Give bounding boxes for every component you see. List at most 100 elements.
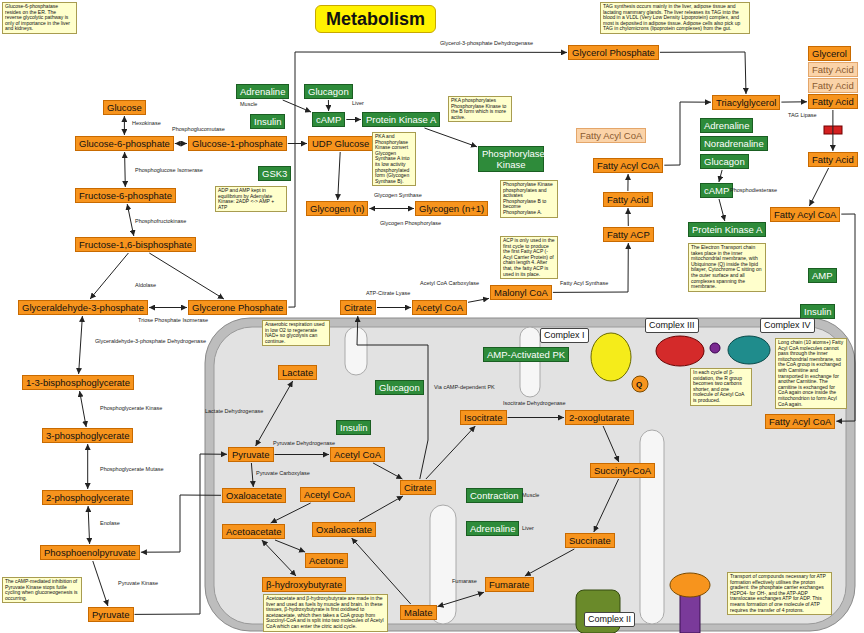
node-text: Fructose-6-phosphate bbox=[79, 190, 172, 201]
node-text: Complex II bbox=[588, 614, 631, 625]
connector bbox=[90, 253, 128, 299]
node-text: Glycerone Phosphate bbox=[192, 302, 283, 313]
hormone-box: Adrenaline bbox=[466, 521, 519, 536]
node-text: ACP is only used in the first cycle to p… bbox=[503, 238, 555, 277]
hormone-box: Noradrenaline bbox=[700, 136, 768, 151]
connector bbox=[328, 100, 329, 111]
node-text: Citrate bbox=[344, 302, 372, 313]
connector bbox=[175, 143, 187, 144]
metabolite-box: Glycogen (n) bbox=[306, 201, 368, 216]
note-box: The Electron Transport chain takes place… bbox=[688, 243, 766, 292]
connector bbox=[149, 253, 224, 299]
node-text: Acetyl CoA bbox=[334, 449, 381, 460]
metabolite-box: Acetoacetate bbox=[222, 524, 285, 539]
metabolite-box: Glyceraldehyde-3-phosphate bbox=[18, 300, 148, 315]
complex-four-shape bbox=[728, 336, 770, 364]
node-text: Pyruvate bbox=[232, 449, 270, 460]
enzyme-label: Fumarase bbox=[452, 578, 477, 584]
connector bbox=[508, 417, 565, 418]
hormone-box: Adrenaline bbox=[700, 118, 753, 133]
connector bbox=[369, 208, 414, 209]
connector bbox=[832, 110, 833, 151]
connector bbox=[525, 549, 574, 576]
cytochrome-c-shape bbox=[710, 343, 720, 353]
node-text: Acetone bbox=[309, 555, 344, 566]
connector bbox=[426, 426, 475, 479]
note-box: Transport of compounds necessary for ATP… bbox=[727, 572, 832, 615]
node-text: Pyruvate bbox=[92, 609, 130, 620]
node-text: Adrenaline bbox=[704, 120, 749, 131]
connector bbox=[275, 540, 305, 552]
enzyme-label: Glycerol-3-phosphate Dehydrogenase bbox=[440, 40, 533, 46]
metabolite-box: Oxaloacetate bbox=[222, 488, 286, 503]
connector bbox=[359, 496, 403, 521]
crista bbox=[640, 430, 664, 624]
enzyme-label: Liver bbox=[352, 100, 364, 106]
connector bbox=[603, 426, 619, 462]
node-text: In each cycle of β-oxidation, the R grou… bbox=[693, 370, 749, 404]
connector bbox=[88, 506, 90, 544]
node-text: Phosphorylase Kinase bbox=[482, 148, 540, 170]
metabolite-box: Succinyl-CoA bbox=[590, 463, 655, 478]
connector bbox=[660, 52, 746, 94]
connector bbox=[283, 100, 311, 112]
connector bbox=[141, 495, 221, 552]
complex-three-shape bbox=[656, 336, 704, 366]
metabolite-box: Acetone bbox=[305, 553, 348, 568]
node-text: Glucagon bbox=[308, 86, 349, 97]
node-text: cAMP bbox=[316, 114, 341, 125]
metabolite-box: Glycerone Phosphate bbox=[188, 300, 287, 315]
enzyme-label: Phosphoglucose Isomerase bbox=[135, 167, 203, 173]
connector bbox=[135, 454, 228, 614]
enzyme-label: Isocitrate Dehydrogenase bbox=[503, 400, 566, 406]
enzyme-label: Glyceraldehyde-3-phosphate Dehydrogenase bbox=[95, 338, 206, 344]
node-text: ADP and AMP kept in equilibrium by Adeny… bbox=[218, 188, 284, 210]
node-text: Glycerol Phosphate bbox=[572, 47, 655, 58]
connector bbox=[288, 52, 567, 307]
connector bbox=[809, 168, 828, 206]
node-text: Fatty Acid bbox=[812, 154, 854, 165]
node-text: Succinyl-CoA bbox=[594, 465, 651, 476]
connector bbox=[719, 170, 722, 182]
enzyme-label: Muscle bbox=[240, 101, 257, 107]
connector bbox=[275, 454, 330, 455]
node-text: Fatty Acid bbox=[812, 80, 854, 91]
connector bbox=[346, 119, 361, 120]
hormone-box: cAMP bbox=[312, 112, 345, 127]
node-text: Acetyl CoA bbox=[416, 302, 463, 313]
connector bbox=[594, 479, 619, 532]
connector bbox=[271, 503, 311, 523]
connector bbox=[553, 243, 628, 292]
enzyme-label: Phosphoglycerate Mutase bbox=[100, 466, 164, 472]
node-text: Fatty Acid bbox=[607, 194, 649, 205]
node-text: β-hydroxybutyrate bbox=[266, 579, 342, 590]
enzyme-label: Fatty Acyl Synthase bbox=[560, 280, 608, 286]
node-text: UDP Glucose bbox=[312, 138, 369, 149]
connector bbox=[377, 307, 411, 308]
metabolite-box: Fatty Acyl CoA bbox=[593, 158, 663, 173]
metabolite-box: Fatty Acid bbox=[808, 152, 858, 167]
node-text: 3-phosphoglycerate bbox=[46, 430, 129, 441]
enzyme-label: Lactate Dehydrogenase bbox=[205, 408, 263, 414]
metabolite-box: Citrate bbox=[400, 480, 436, 495]
note-box: ACP is only used in the first cycle to p… bbox=[500, 236, 558, 279]
metabolite-box: Citrate bbox=[340, 300, 376, 315]
enzyme-label: Phosphoglucomutase bbox=[172, 126, 225, 132]
connector bbox=[124, 152, 126, 187]
node-text: Fatty Acyl CoA bbox=[580, 130, 642, 141]
atp-synthase-head bbox=[670, 573, 710, 597]
metabolite-box: Fatty Acyl CoA bbox=[770, 207, 840, 222]
metabolite-box: Fructose-1,6-bisphosphate bbox=[75, 237, 196, 252]
metabolite-box: Fumarate bbox=[485, 577, 534, 592]
metabolite-box: Glycogen (n+1) bbox=[415, 201, 488, 216]
connector bbox=[425, 128, 478, 147]
enzyme-label: Glycogen Synthase bbox=[374, 192, 422, 198]
connector bbox=[627, 174, 628, 191]
enzyme-label: Muscle bbox=[522, 492, 539, 498]
node-text: Anaerobic respiration used in low O2 to … bbox=[265, 322, 327, 344]
note-box: Phosphorylase Kinase phosphorylates and … bbox=[500, 180, 558, 218]
connector bbox=[373, 463, 402, 479]
metabolite-box: Oxaloacetate bbox=[312, 522, 376, 537]
connector bbox=[93, 561, 108, 606]
connector bbox=[80, 391, 87, 427]
